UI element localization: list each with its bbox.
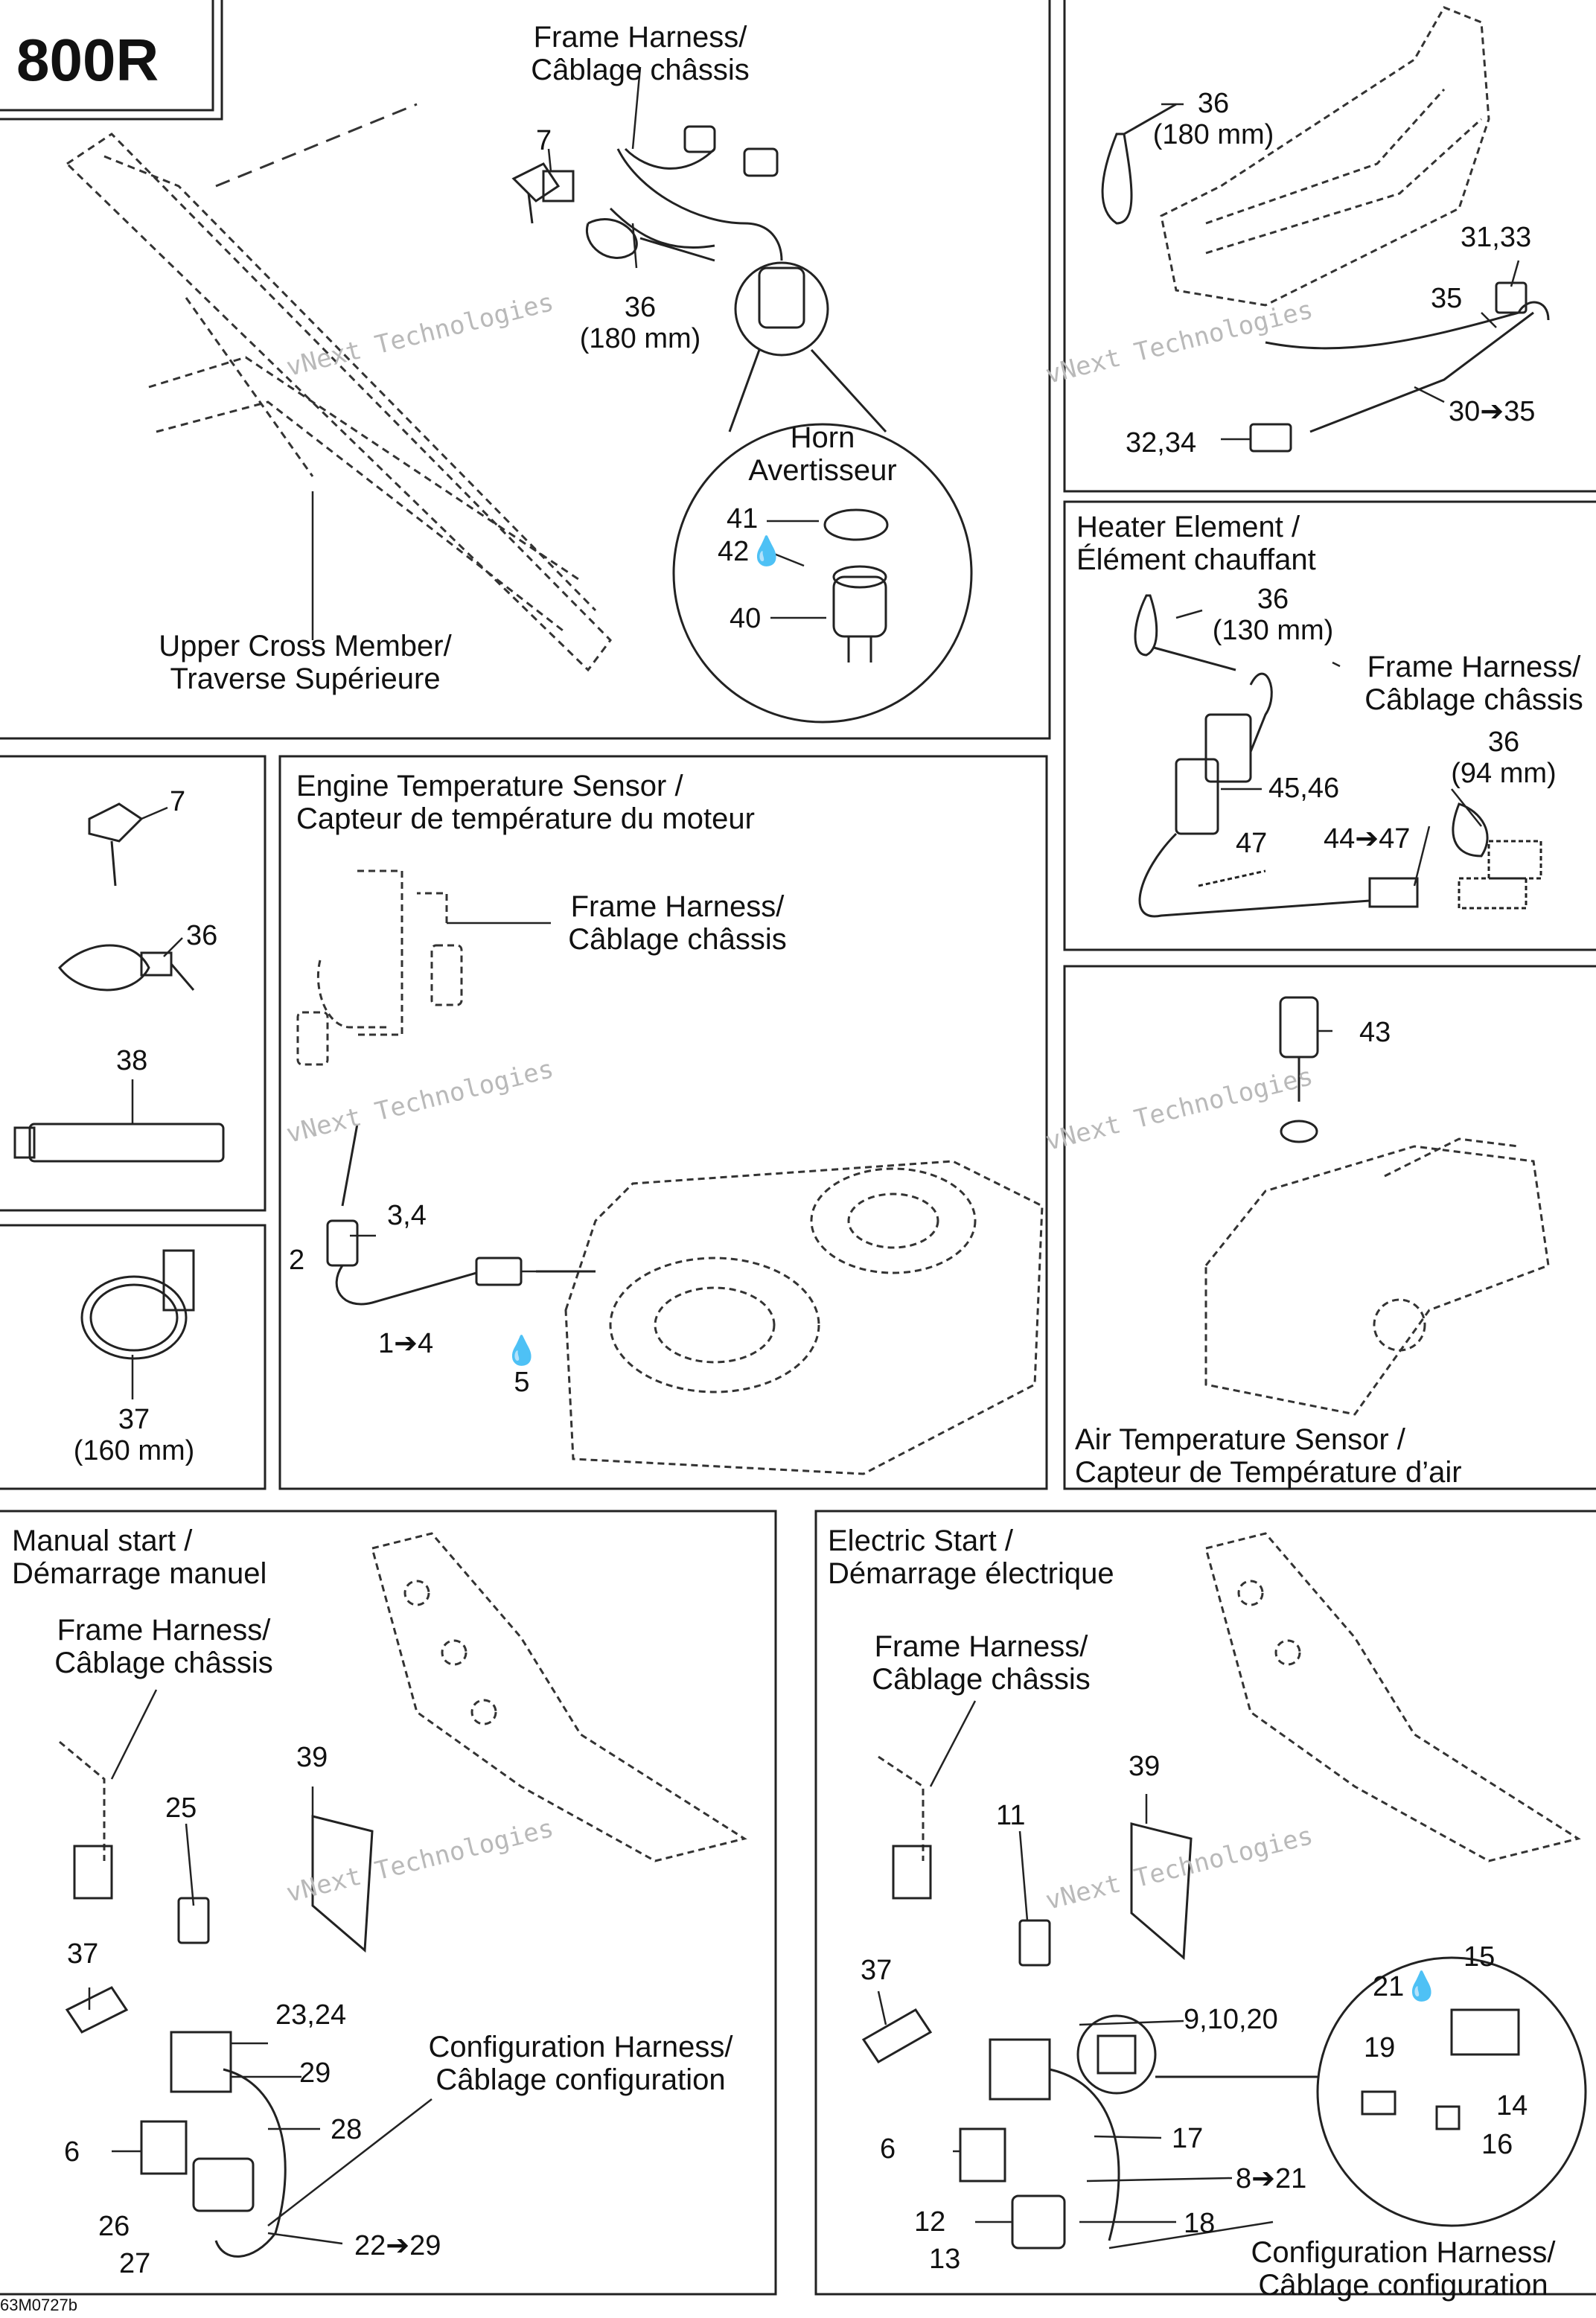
arrow-right-icon: ➔ [1480,396,1504,427]
callout-39: 39 [296,1742,328,1773]
callout-25: 25 [165,1792,197,1824]
horn-label: Horn Avertisseur [748,421,897,487]
arrow-right-icon: ➔ [1251,2163,1275,2194]
panel-border-parts [0,755,266,1212]
callout-41: 41 [727,503,759,534]
callout-16: 16 [1481,2129,1513,2160]
arrow-right-icon: ➔ [394,1328,418,1359]
panel-border-engine [278,755,1048,1490]
callout-5: 💧 5 [504,1335,540,1398]
callout-8-to-21: 8➔21 [1236,2163,1307,2194]
panel-border-manual [0,1510,777,2296]
callout-19: 19 [1364,2032,1396,2063]
callout-6: 6 [880,2133,896,2165]
callout-27: 27 [119,2248,151,2279]
callout-9-10-20: 9,10,20 [1184,2004,1278,2035]
drop-icon: 💧 [749,536,785,567]
callout-23-24: 23,24 [275,1999,347,2031]
model-badge: 800R [0,0,222,119]
heater-title: Heater Element / Élément chauffant [1076,511,1316,576]
callout-35: 35 [1431,283,1463,314]
callout-31-33: 31,33 [1461,222,1532,253]
callout-26: 26 [98,2211,130,2242]
drawing-code: 63M0727b [0,2296,77,2314]
air-temp-title: Air Temperature Sensor / Capteur de Temp… [1075,1423,1462,1489]
callout-7: 7 [536,125,552,156]
electric-start-title: Electric Start / Démarrage électrique [828,1524,1114,1590]
callout-45-46: 45,46 [1268,773,1340,804]
panel-border-air [1063,965,1596,1490]
callout-12: 12 [914,2206,946,2238]
callout-14: 14 [1496,2090,1528,2121]
callout-37: 37 [67,1938,99,1970]
callout-36: 36 [186,920,218,951]
drop-icon: 💧 [504,1335,540,1367]
callout-32-34: 32,34 [1126,427,1197,459]
callout-36: 36 (130 mm) [1212,584,1334,646]
frame-harness-label: Frame Harness/ Câblage châssis [872,1630,1091,1696]
callout-15: 15 [1463,1941,1496,1973]
callout-43: 43 [1359,1017,1391,1048]
callout-28: 28 [331,2114,363,2145]
config-harness-label: Configuration Harness/ Câblage configura… [1251,2236,1556,2302]
callout-17: 17 [1172,2123,1204,2154]
callout-44-to-47: 44➔47 [1324,823,1411,855]
callout-18: 18 [1184,2208,1216,2239]
cross-member-label: Upper Cross Member/ Traverse Supérieure [159,630,452,695]
config-harness-label: Configuration Harness/ Câblage configura… [428,2031,733,2096]
callout-22-to-29: 22➔29 [354,2230,441,2261]
callout-3-4: 3,4 [387,1200,427,1231]
callout-37: 37 (160 mm) [73,1404,195,1466]
panel-border-clamp [0,1224,266,1490]
frame-harness-label: Frame Harness/ Câblage châssis [1364,651,1583,716]
callout-36: 36 (94 mm) [1451,727,1557,789]
callout-6: 6 [64,2136,80,2168]
callout-7: 7 [170,786,186,817]
frame-harness-label: Frame Harness/ Câblage châssis [568,890,787,956]
arrow-right-icon: ➔ [386,2230,410,2261]
callout-2: 2 [289,1245,305,1276]
panel-border-top-left [0,0,1051,740]
callout-30-to-35: 30➔35 [1449,396,1536,427]
callout-42: 42💧 [718,536,785,567]
callout-13: 13 [929,2244,961,2275]
callout-39: 39 [1129,1751,1161,1782]
panel-border-top-right [1063,0,1596,493]
callout-29: 29 [299,2057,331,2089]
callout-11: 11 [996,1800,1026,1831]
frame-harness-label: Frame Harness/ Câblage châssis [54,1614,273,1679]
panel-border-heater [1063,500,1596,951]
callout-38: 38 [116,1045,148,1076]
callout-36: 36 (180 mm) [579,292,701,354]
callout-40: 40 [730,603,762,634]
panel-border-electric [814,1510,1596,2296]
manual-start-title: Manual start / Démarrage manuel [12,1524,267,1590]
engine-temp-title: Engine Temperature Sensor / Capteur de t… [296,770,755,835]
arrow-right-icon: ➔ [1355,823,1379,855]
callout-37: 37 [861,1955,893,1986]
callout-1-to-4: 1➔4 [378,1328,434,1359]
drop-icon: 💧 [1404,1971,1440,2002]
callout-47: 47 [1236,828,1268,859]
frame-harness-label: Frame Harness/ Câblage châssis [531,21,750,86]
callout-21: 21💧 [1373,1971,1440,2002]
model-label: 800R [16,27,159,93]
callout-36: 36 (180 mm) [1152,88,1274,150]
